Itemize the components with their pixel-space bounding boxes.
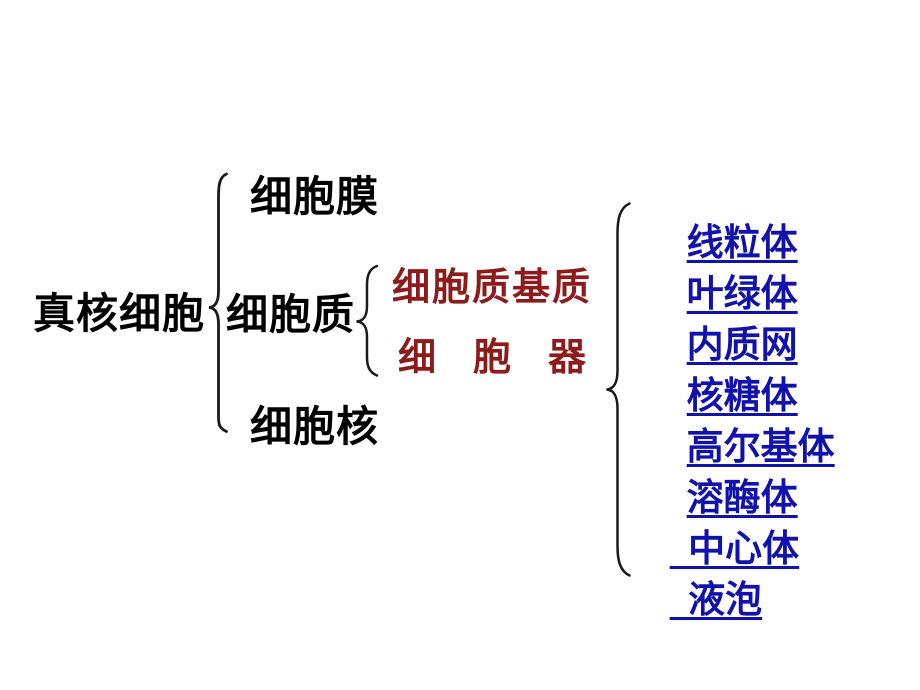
organelle-category-label: 细胞器 (398, 337, 624, 379)
organelle-link-lysosome[interactable]: 溶酶体 (686, 478, 798, 519)
list-item: 线粒体 (643, 167, 873, 264)
level1-item-cytoplasm: 细胞质 (226, 291, 356, 338)
organelle-link-chloroplast[interactable]: 叶绿体 (686, 274, 798, 315)
organelle-link-mitochondria[interactable]: 线粒体 (686, 223, 798, 264)
list-item: 中心体 (643, 473, 873, 570)
organelle-link-ribosome[interactable]: 核糖体 (686, 376, 798, 417)
list-item: 溶酶体 (643, 422, 873, 519)
level1-item-cell-nucleus: 细胞核 (250, 403, 380, 450)
cytoplasm-matrix-label: 细胞质基质 (392, 267, 593, 309)
level1-item-cell-membrane: 细胞膜 (250, 173, 380, 220)
curly-brace-organelles-icon (606, 202, 631, 577)
root-label-eukaryotic-cell: 真核细胞 (33, 290, 206, 337)
organelle-link-endoplasmic-reticulum[interactable]: 内质网 (686, 325, 798, 366)
list-item: 内质网 (643, 269, 873, 366)
list-item: 液泡 (643, 524, 873, 621)
organelle-list: 线粒体 叶绿体 内质网 核糖体 高尔基体 溶酶体 中心体 液泡 (643, 167, 873, 621)
list-item: 高尔基体 (643, 371, 873, 468)
curly-brace-cytoplasm-icon (356, 264, 379, 377)
organelle-link-golgi-apparatus[interactable]: 高尔基体 (686, 427, 835, 468)
organelle-link-vacuole[interactable]: 液泡 (669, 580, 763, 621)
curly-brace-root-icon (208, 172, 228, 433)
list-item: 核糖体 (643, 320, 873, 417)
organelle-link-centrosome[interactable]: 中心体 (669, 529, 800, 570)
list-item: 叶绿体 (643, 218, 873, 315)
